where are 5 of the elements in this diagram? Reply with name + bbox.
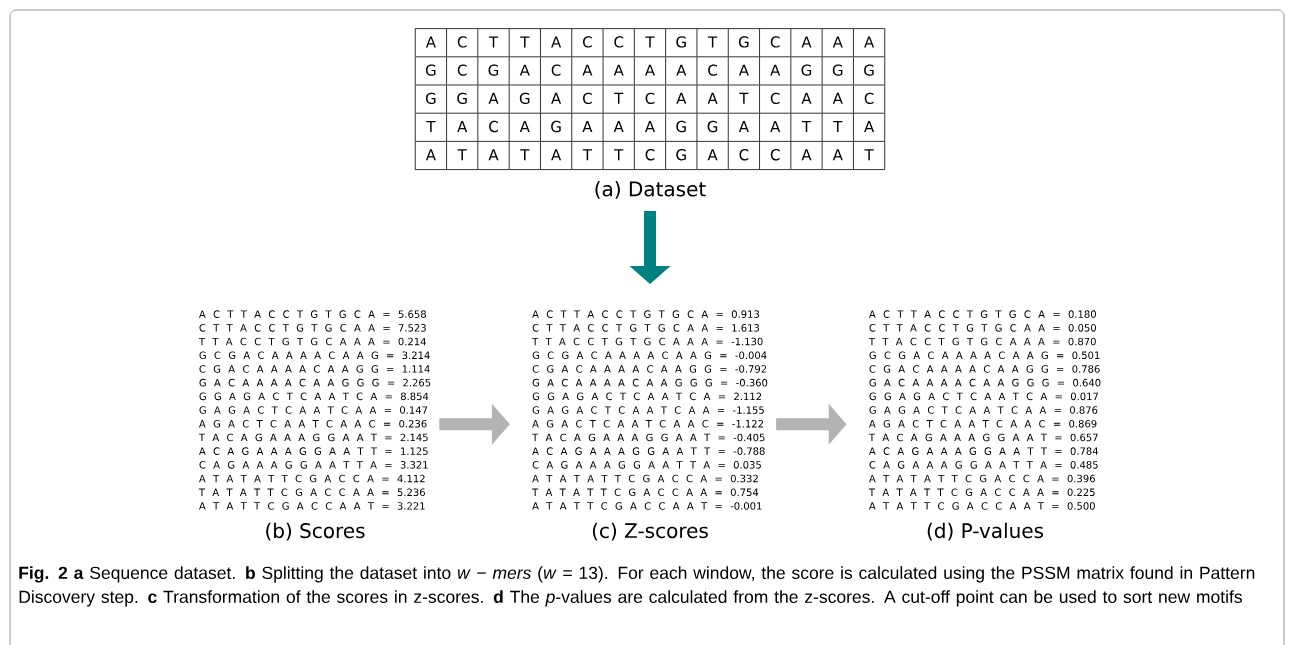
figure-caption: Fig. 2 a Sequence dataset. b Splitting the dataset into w − mers (w = 13). For each window, the score is calculated using the PSSM matrix found in Pattern Discovery step. c Transformation of the scores in z-scores. d The p-values are calculated from the z-scores. A cut-off point can be used to sort new motifs bbox=[19, 566, 1255, 607]
sequence-list: A C T T A C C T G T G C A = 5.658 C T T A C C T G T G C A A = 7.523 T T A C C T G T G C A A A = 0.214 G C G A C A A A A C A A G = 3.214 C G A C A A A A C A A G G = 1.114 G A C A A A A C A A G G G = 2.265 G G A G A C T C A A T C A = 8.854 G A G A C T C A A T C A A = 0.147 A G A C T C A A T C A A C = 0.236 T A C A G A A A G G A A T = 2.145 A C A G A A A G G A A T T = 1.125 C A G A A A G G A A T T A = 3.321 A T A T A T T C G A C C A = 4.112 T A T A T T C G A C C A A = 5.236 A T A T T C G A C C A A T = 3.221 (b) Scores bbox=[198, 310, 431, 541]
dataset-table: A C T T A C C T G T G C A A A G C G A C A A A A C A A G G G G G A G A C T C A A T C A A C T A C A G A A A G G A A T T A A T A T A T T C G A C C A A T (a) Dataset bbox=[414, 28, 886, 199]
sequence-list: A C T T A C C T G T G C A = 0.180 C T T A C C T G T G C A A = 0.050 T T A C C T G T G C A A A = 0.870 G C G A C A A A A C A A G = 0.501 C G A C A A A A C A A G G = 0.786 G A C A A A A C A A G G G = 0.640 G G A G A C T C A A T C A = 0.017 G A G A C T C A A T C A A = 0.876 A G A C T C A A T C A A C = 0.869 T A C A G A A A G G A A T = 0.657 A C A G A A A G G A A T T = 0.784 C A G A A A G G A A T T A = 0.485 A T A T A T T C G A C C A = 0.396 T A T A T T C G A C C A A = 0.225 A T A T T C G A C C A A T = 0.500 (d) P-values bbox=[868, 310, 1101, 541]
sequence-list: A C T T A C C T G T G C A = 0.913 C T T A C C T G T G C A A = 1.613 T T A C C T G T G C A A A = -1.130 G C G A C A A A A C A A G = -0.004 C G A C A A A A C A A G G = -0.792 G A C A A A A C A A G G G = -0.360 G G A G A C T C A A T C A = 2.112 G A G A C T C A A T C A A = -1.155 A G A C T C A A T C A A C = -1.122 T A C A G A A A G G A A T = -0.405 A C A G A A A G G A A T T = -0.788 C A G A A A G G A A T T A = 0.035 A T A T A T T C G A C C A = 0.332 T A T A T T C G A C C A A = 0.754 A T A T T C G A C C A A T = -0.001 (c) Z-scores bbox=[532, 310, 768, 541]
